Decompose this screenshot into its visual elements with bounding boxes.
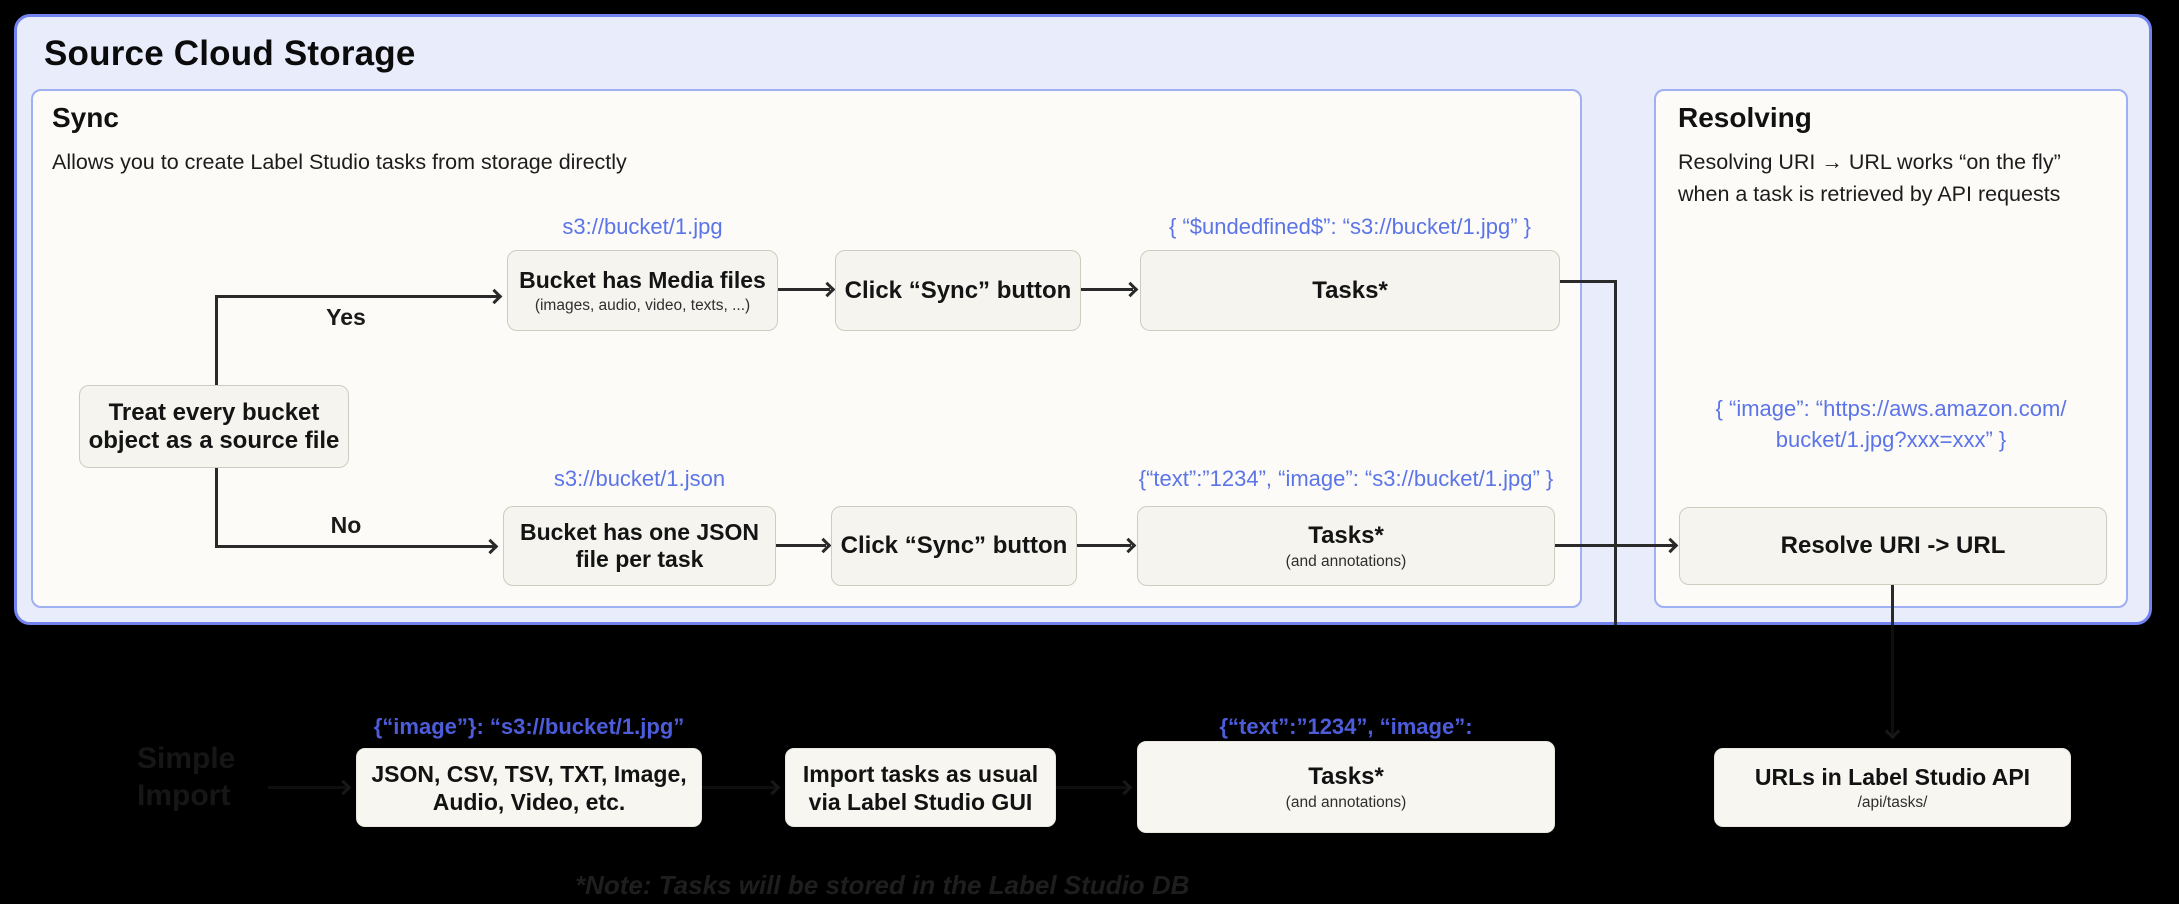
formats-line1: JSON, CSV, TSV, TXT, Image, <box>371 760 687 787</box>
bucket-media-title: Bucket has Media files <box>519 267 766 293</box>
bucket-json-node: Bucket has one JSON file per task <box>503 506 776 586</box>
simple-import-hidden-text: Simple Import <box>137 740 235 814</box>
import-gui-line1: Import tasks as usual <box>802 760 1039 787</box>
formats-node: JSON, CSV, TSV, TXT, Image, Audio, Video… <box>356 748 702 827</box>
api-urls-sub: /api/tasks/ <box>1857 794 1928 811</box>
uri-label-json: s3://bucket/1.json <box>553 466 726 491</box>
tasks-node-dark: Tasks* (and annotations) <box>1137 741 1555 833</box>
resolve-down-line <box>1891 585 1894 625</box>
uri-label-tasks-bottom: {“text”:”1234”, “image”: “s3://bucket/1.… <box>1138 466 1554 491</box>
yes-branch-horizontal-line <box>215 295 500 298</box>
sync-button-node-bottom: Click “Sync” button <box>831 506 1077 586</box>
tasks-node-bottom: Tasks* (and annotations) <box>1137 506 1555 586</box>
resolving-json-line2: bucket/1.jpg?xxx=xxx” } <box>1775 427 2007 452</box>
sync-button-top-label: Click “Sync” button <box>844 276 1072 304</box>
arrow-json-to-sync <box>776 544 826 547</box>
no-branch-horizontal-line <box>215 545 496 548</box>
api-urls-node: URLs in Label Studio API /api/tasks/ <box>1714 748 2071 827</box>
arrow-sync-to-tasks-bottom <box>1077 544 1131 547</box>
resolving-json-line1: { “image”: “https://aws.amazon.com/ <box>1715 396 2067 421</box>
uri-label-media: s3://bucket/1.jpg <box>562 214 723 239</box>
tasks-dark-sub: (and annotations) <box>1285 793 1407 811</box>
resolve-down-line-hidden <box>1891 625 1894 737</box>
decision-line1: Treat every bucket <box>108 398 320 426</box>
hidden-arrow-1-head-icon <box>335 779 352 796</box>
sync-button-bottom-label: Click “Sync” button <box>840 532 1068 559</box>
yes-label: Yes <box>326 304 366 330</box>
bucket-media-sub: (images, audio, video, texts, ...) <box>534 297 751 314</box>
tasks-node-top: Tasks* <box>1140 250 1560 331</box>
bucket-json-line1: Bucket has one JSON <box>519 519 760 545</box>
api-urls-title: URLs in Label Studio API <box>1754 764 2031 790</box>
tasks-dark-title: Tasks* <box>1308 762 1384 790</box>
decision-node: Treat every bucket object as a source fi… <box>79 385 349 468</box>
hidden-arrow-2 <box>702 786 777 789</box>
tasks-bottom-title: Tasks* <box>1308 521 1384 549</box>
tasks-top-down-line <box>1614 280 1617 625</box>
page-title: Source Cloud Storage <box>44 34 416 73</box>
resolving-description: Resolving URI → URL works “on the fly” w… <box>1678 150 2061 206</box>
sync-heading: Sync <box>52 102 119 133</box>
resolve-uri-label: Resolve URI -> URL <box>1780 532 2006 559</box>
simple-import-line1: Simple <box>137 742 236 775</box>
no-branch-vertical-line <box>215 468 218 548</box>
bucket-json-line2: file per task <box>575 546 704 572</box>
arrow-media-to-sync <box>778 288 830 291</box>
no-label: No <box>330 512 362 538</box>
yes-branch-vertical-line <box>215 296 218 385</box>
sync-description: Allows you to create Label Studio tasks … <box>52 150 627 174</box>
hidden-arrow-3-head-icon <box>1116 779 1133 796</box>
bucket-media-node: Bucket has Media files (images, audio, v… <box>507 250 778 331</box>
sync-button-node-top: Click “Sync” button <box>835 250 1081 331</box>
arrow-tasks-to-resolve <box>1555 544 1674 547</box>
import-gui-line2: via Label Studio GUI <box>808 788 1033 815</box>
resolving-heading: Resolving <box>1678 102 1812 133</box>
resolve-down-arrowhead-icon <box>1884 723 1901 740</box>
hidden-arrow-3 <box>1056 786 1129 789</box>
formats-json-label: {“image”}: “s3://bucket/1.jpg” <box>373 714 685 739</box>
hidden-arrow-2-head-icon <box>764 779 781 796</box>
formats-line2: Audio, Video, etc. <box>432 788 626 815</box>
hidden-arrow-1 <box>268 786 348 789</box>
decision-line2: object as a source file <box>88 426 340 454</box>
simple-import-line2: Import <box>137 779 231 812</box>
tasks-top-title: Tasks* <box>1312 276 1388 304</box>
footnote: *Note: Tasks will be stored in the Label… <box>575 870 1190 900</box>
resolve-uri-node: Resolve URI -> URL <box>1679 507 2107 585</box>
tasks-top-exit-line <box>1560 280 1617 283</box>
import-gui-node: Import tasks as usual via Label Studio G… <box>785 748 1056 827</box>
uri-label-tasks-top: { “$undedfined$”: “s3://bucket/1.jpg” } <box>1168 214 1531 239</box>
arrow-sync-to-tasks-top <box>1081 288 1133 291</box>
tasks-bottom-sub: (and annotations) <box>1285 552 1407 570</box>
